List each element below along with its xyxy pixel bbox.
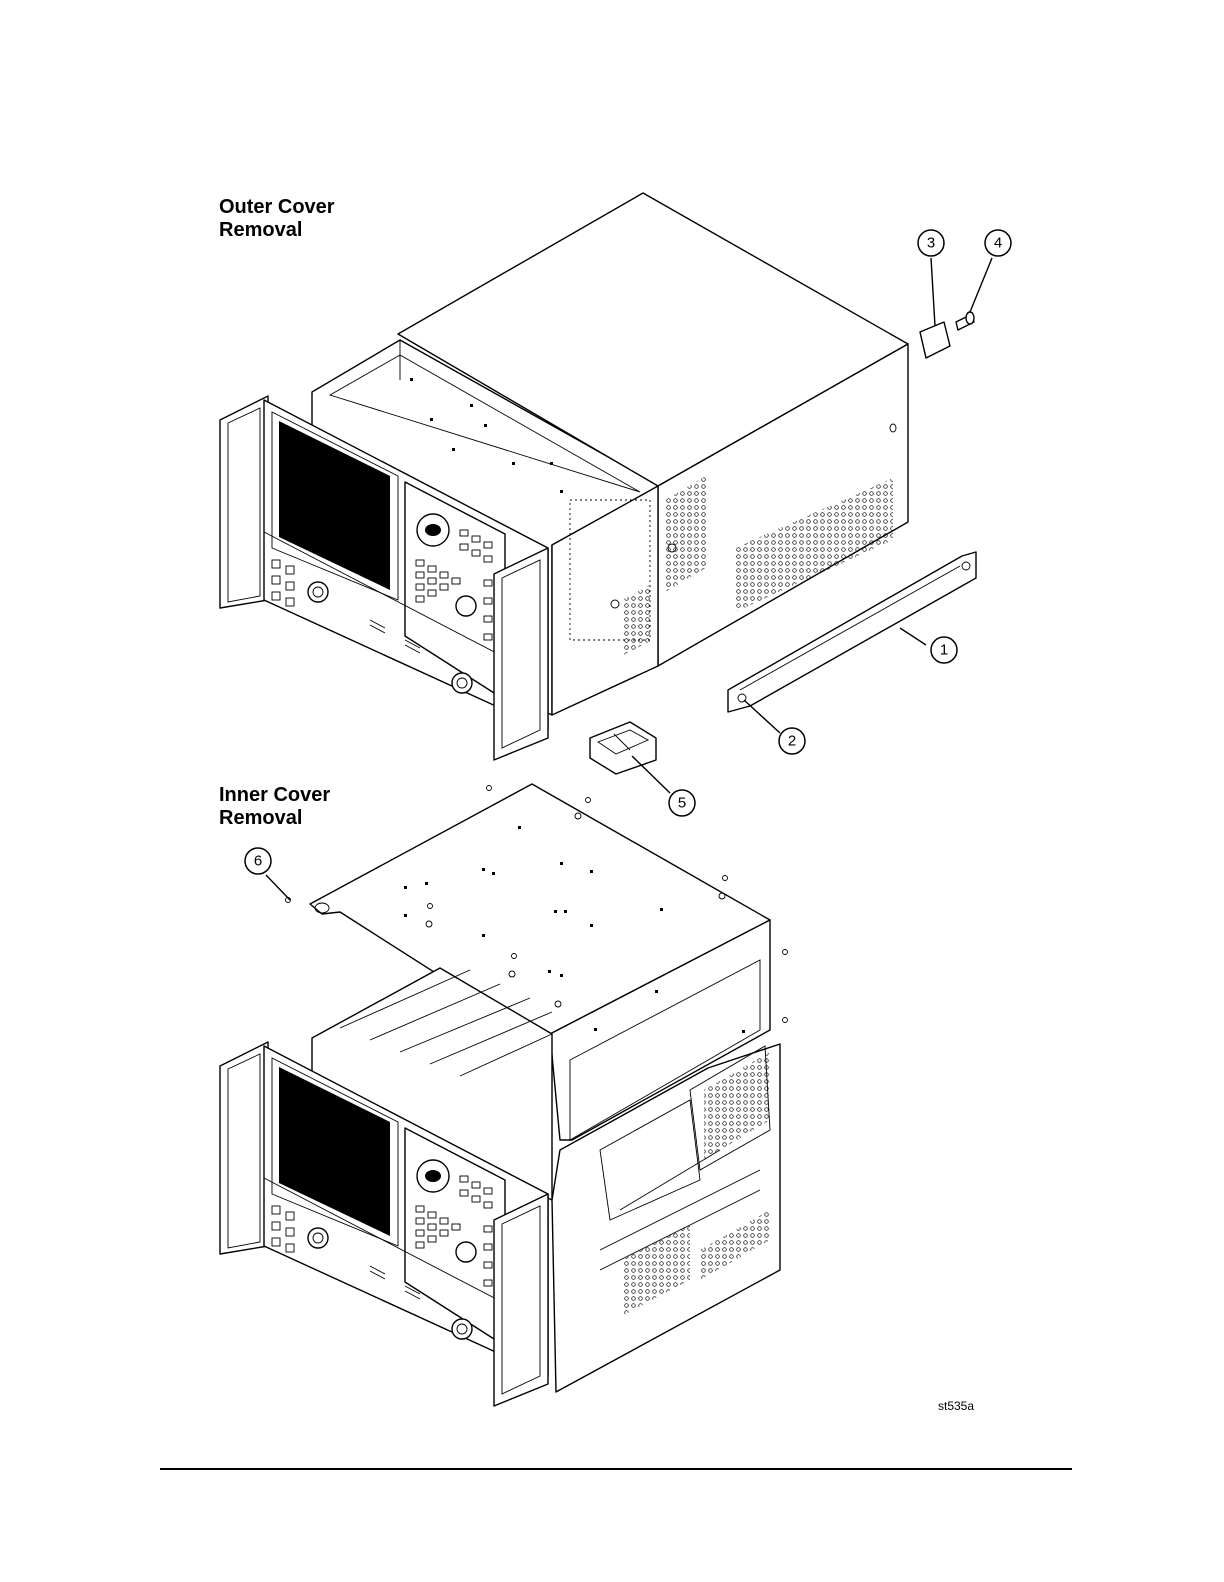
callout-5-label: 5 [678,795,686,812]
outer-cover-assembly [220,193,976,774]
callout-6-label: 6 [254,853,262,870]
inner-cover-assembly [220,784,788,1406]
callout-4: 4 [985,230,1011,256]
screw-icon [956,312,974,330]
callout-2: 2 [779,728,805,754]
callout-1-label: 1 [940,642,948,659]
callout-5: 5 [669,790,695,816]
rear-foot-icon [920,322,950,358]
callout-1: 1 [931,637,957,663]
callout-2-label: 2 [788,733,796,750]
figure-id: st535a [938,1399,974,1413]
callout-3-label: 3 [927,235,935,252]
bottom-foot-icon [590,722,656,774]
callout-6: 6 [245,848,271,874]
callout-3: 3 [918,230,944,256]
callout-4-label: 4 [994,235,1002,252]
footer-rule [160,1468,1072,1470]
